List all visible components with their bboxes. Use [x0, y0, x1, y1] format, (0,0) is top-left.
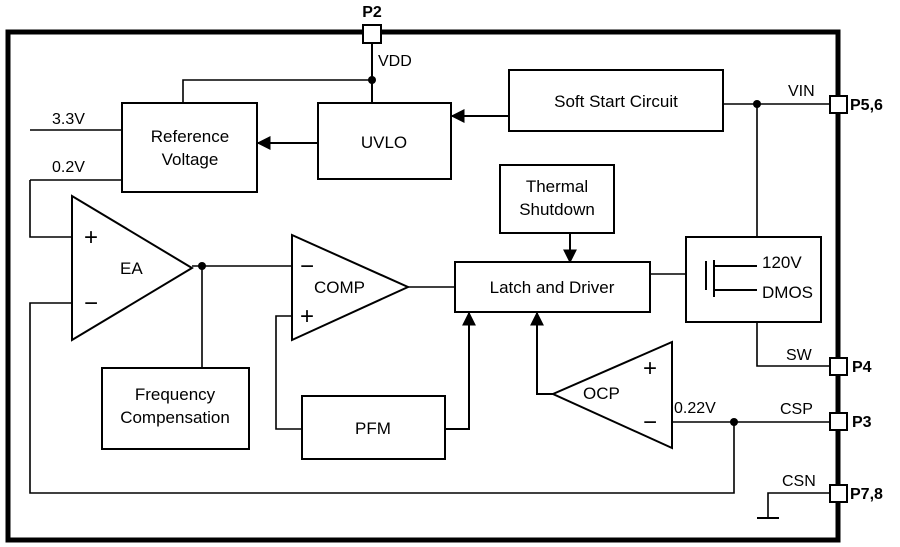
- dmos-block: [685, 236, 822, 323]
- ocp-amplifier: [550, 340, 673, 450]
- ea-plus-sign: +: [84, 224, 98, 251]
- reference-label-line2: Voltage: [162, 150, 219, 169]
- pin-p78: [829, 484, 848, 503]
- ea-amplifier: [71, 194, 194, 342]
- pin-p4-label: P4: [852, 359, 872, 376]
- signal-sw: SW: [786, 347, 813, 364]
- wires: [29, 44, 838, 519]
- signal-3v3: 3.3V: [52, 111, 85, 128]
- thermal-label-line2: Shutdown: [519, 200, 595, 219]
- reference-label-line1: Reference: [151, 127, 229, 146]
- pin-p56-label: P5,6: [850, 97, 883, 114]
- freq-label-line2: Compensation: [120, 408, 230, 427]
- signal-vin: VIN: [788, 83, 815, 100]
- uvlo-label: UVLO: [361, 133, 407, 152]
- signal-csp: CSP: [780, 401, 813, 418]
- pin-p2-label: P2: [362, 4, 382, 21]
- reference-voltage-block: [121, 102, 258, 193]
- pin-p56: [829, 95, 848, 114]
- signal-csn: CSN: [782, 473, 816, 490]
- latch-driver-block: [454, 261, 651, 313]
- freq-label-line1: Frequency: [135, 385, 216, 404]
- pin-p3-label: P3: [852, 414, 872, 431]
- frequency-compensation-block: [101, 367, 250, 450]
- signal-vdd: VDD: [378, 53, 412, 70]
- junction-vin: [753, 100, 761, 108]
- junction-csp: [730, 418, 738, 426]
- soft-start-block: [508, 69, 724, 132]
- comp-minus-sign: −: [300, 253, 314, 280]
- dmos-label-line2: DMOS: [762, 283, 813, 302]
- ocp-minus-sign: −: [643, 409, 657, 436]
- pin-p2: [362, 24, 382, 44]
- comp-plus-sign: +: [300, 303, 314, 330]
- pin-p3: [829, 412, 848, 431]
- dmos-label-line1: 120V: [762, 253, 802, 272]
- comp-amplifier: [291, 233, 411, 342]
- pfm-block: [301, 395, 446, 460]
- ea-label: EA: [120, 259, 143, 278]
- ocp-label: OCP: [583, 384, 620, 403]
- soft-start-label: Soft Start Circuit: [554, 92, 678, 111]
- signal-0v2: 0.2V: [52, 159, 85, 176]
- pin-p4: [829, 357, 848, 376]
- pfm-label: PFM: [355, 419, 391, 438]
- chip-outline: [5, 29, 841, 543]
- signal-0v22: 0.22V: [674, 400, 716, 417]
- junction-vdd: [368, 76, 376, 84]
- uvlo-block: [317, 102, 452, 180]
- ea-minus-sign: −: [84, 290, 98, 317]
- pin-p78-label: P7,8: [850, 486, 883, 503]
- ocp-plus-sign: +: [643, 355, 657, 382]
- mosfet-symbol: [705, 260, 757, 297]
- thermal-label-line1: Thermal: [526, 177, 588, 196]
- thermal-shutdown-block: [499, 164, 615, 234]
- latch-driver-label: Latch and Driver: [490, 278, 615, 297]
- comp-label: COMP: [314, 278, 365, 297]
- junction-ea-out: [198, 262, 206, 270]
